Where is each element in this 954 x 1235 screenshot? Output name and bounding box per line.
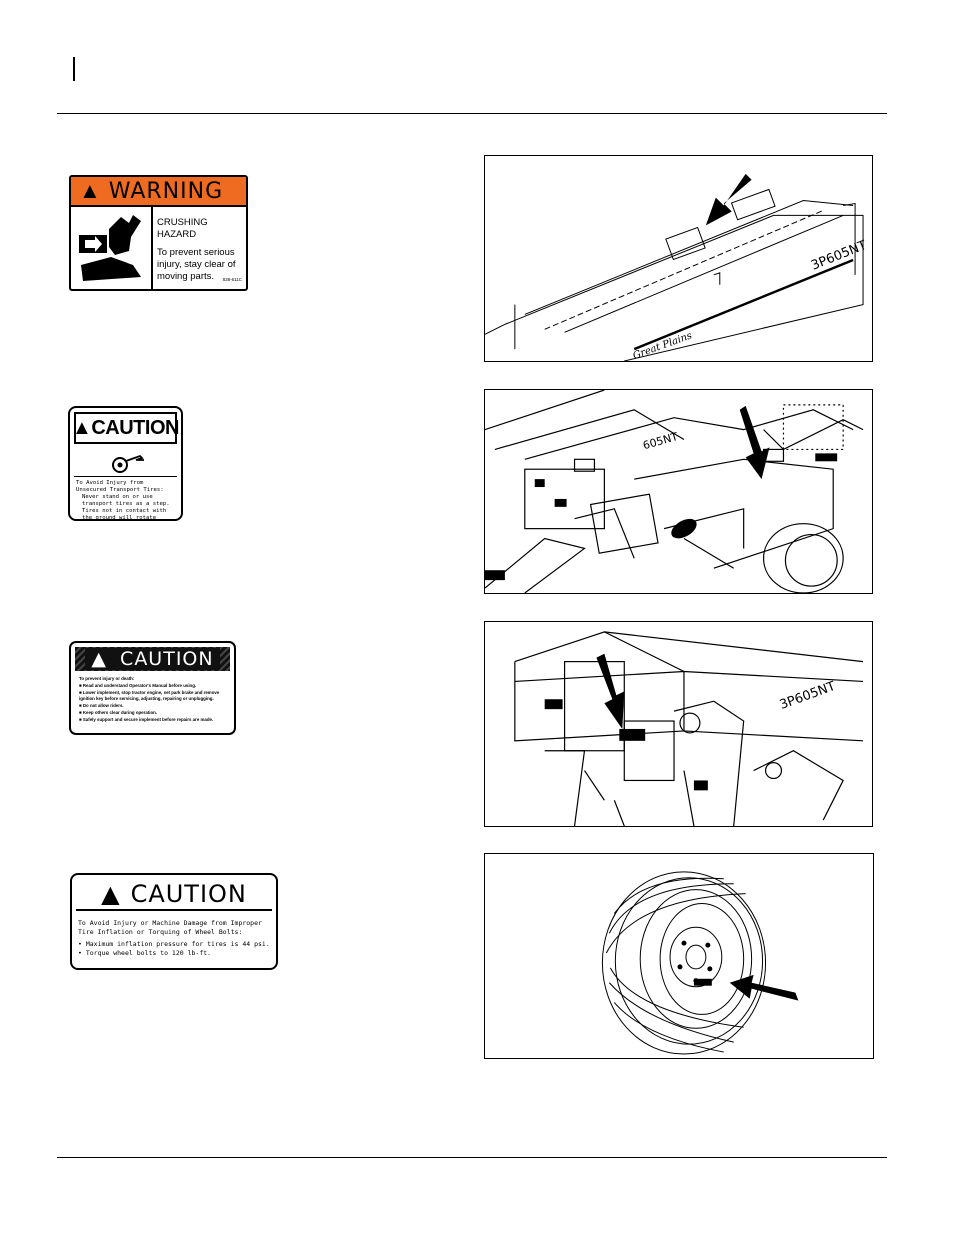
photo2-model-text: 605NT	[641, 430, 679, 452]
caution-wheel-item: Maximum inflation pressure for tires is …	[78, 940, 270, 949]
caution-tire-item: Tires not in contact with the ground wil…	[82, 508, 167, 521]
warning-triangle-icon: ▲	[79, 178, 101, 203]
caution-tire-signal-word: CAUTION	[91, 416, 179, 439]
warning-instruction-text: To prevent serious injury, stay clear of…	[157, 247, 236, 282]
warning-triangle-icon: ▲	[101, 880, 121, 908]
caution-general-word: CAUTION	[117, 648, 217, 670]
caution-wheel-item: Torque wheel bolts to 120 lb-ft.	[78, 949, 270, 958]
photo1-model-text: 3P605NT	[809, 238, 869, 274]
warning-part-number: 838-611C	[222, 277, 242, 282]
decal-location-photo-4	[484, 853, 874, 1059]
decal-location-photo-2: 605NT	[484, 389, 873, 594]
warning-triangle-icon: ▲	[72, 416, 92, 439]
tire-icon	[74, 448, 177, 477]
caution-tire-header: ▲ CAUTION	[72, 412, 179, 444]
warning-header: ▲ WARNING	[71, 177, 246, 207]
decal-location-photo-1: 3P605NT Great Plains	[484, 155, 873, 362]
warning-decal-crushing: ▲ WARNING CRUSHING HAZARD To prevent ser…	[69, 175, 248, 291]
caution-general-item: Keep others clear during operation.	[79, 710, 226, 717]
warning-hazard-text: CRUSHING HAZARD	[157, 217, 208, 240]
caution-wheel-signal-word: CAUTION	[130, 880, 247, 908]
caution-tire-title: To Avoid Injury from Unsecured Transport…	[76, 480, 164, 493]
warning-triangle-icon: ▲	[88, 648, 118, 670]
caution-general-signal-word: ▲ CAUTION	[85, 648, 220, 670]
caution-general-item: Read and understand Operator's Manual be…	[79, 683, 226, 690]
crushing-hand-icon	[71, 207, 153, 289]
warning-signal-word: WARNING	[108, 178, 224, 204]
caution-general-header: ▲ CAUTION	[75, 647, 230, 671]
caution-wheel-title: To Avoid Injury or Machine Damage from I…	[78, 919, 262, 936]
caution-decal-tire: ▲ CAUTION To Avoid Injury from Unsecured…	[68, 406, 183, 521]
photo3-model-text: 3P605NT	[778, 679, 838, 713]
caution-wheel-header: ▲ CAUTION	[76, 879, 272, 911]
caution-decal-general: ▲ CAUTION To prevent injury or death: Re…	[69, 641, 236, 735]
header-rule	[57, 113, 887, 114]
footer-rule	[57, 1157, 887, 1158]
caution-general-title: To prevent injury or death:	[79, 676, 135, 681]
caution-tire-item: Never stand on or use transport tires as…	[82, 494, 170, 507]
decal-location-photo-3: 3P605NT	[484, 621, 873, 827]
header-margin-bar	[73, 57, 75, 81]
caution-general-item: Do not allow riders.	[79, 703, 226, 710]
caution-general-item: Safely support and secure implement befo…	[79, 717, 226, 724]
caution-decal-wheel: ▲ CAUTION To Avoid Injury or Machine Dam…	[70, 873, 278, 970]
caution-general-item: Lower implement, stop tractor engine, se…	[79, 690, 226, 704]
